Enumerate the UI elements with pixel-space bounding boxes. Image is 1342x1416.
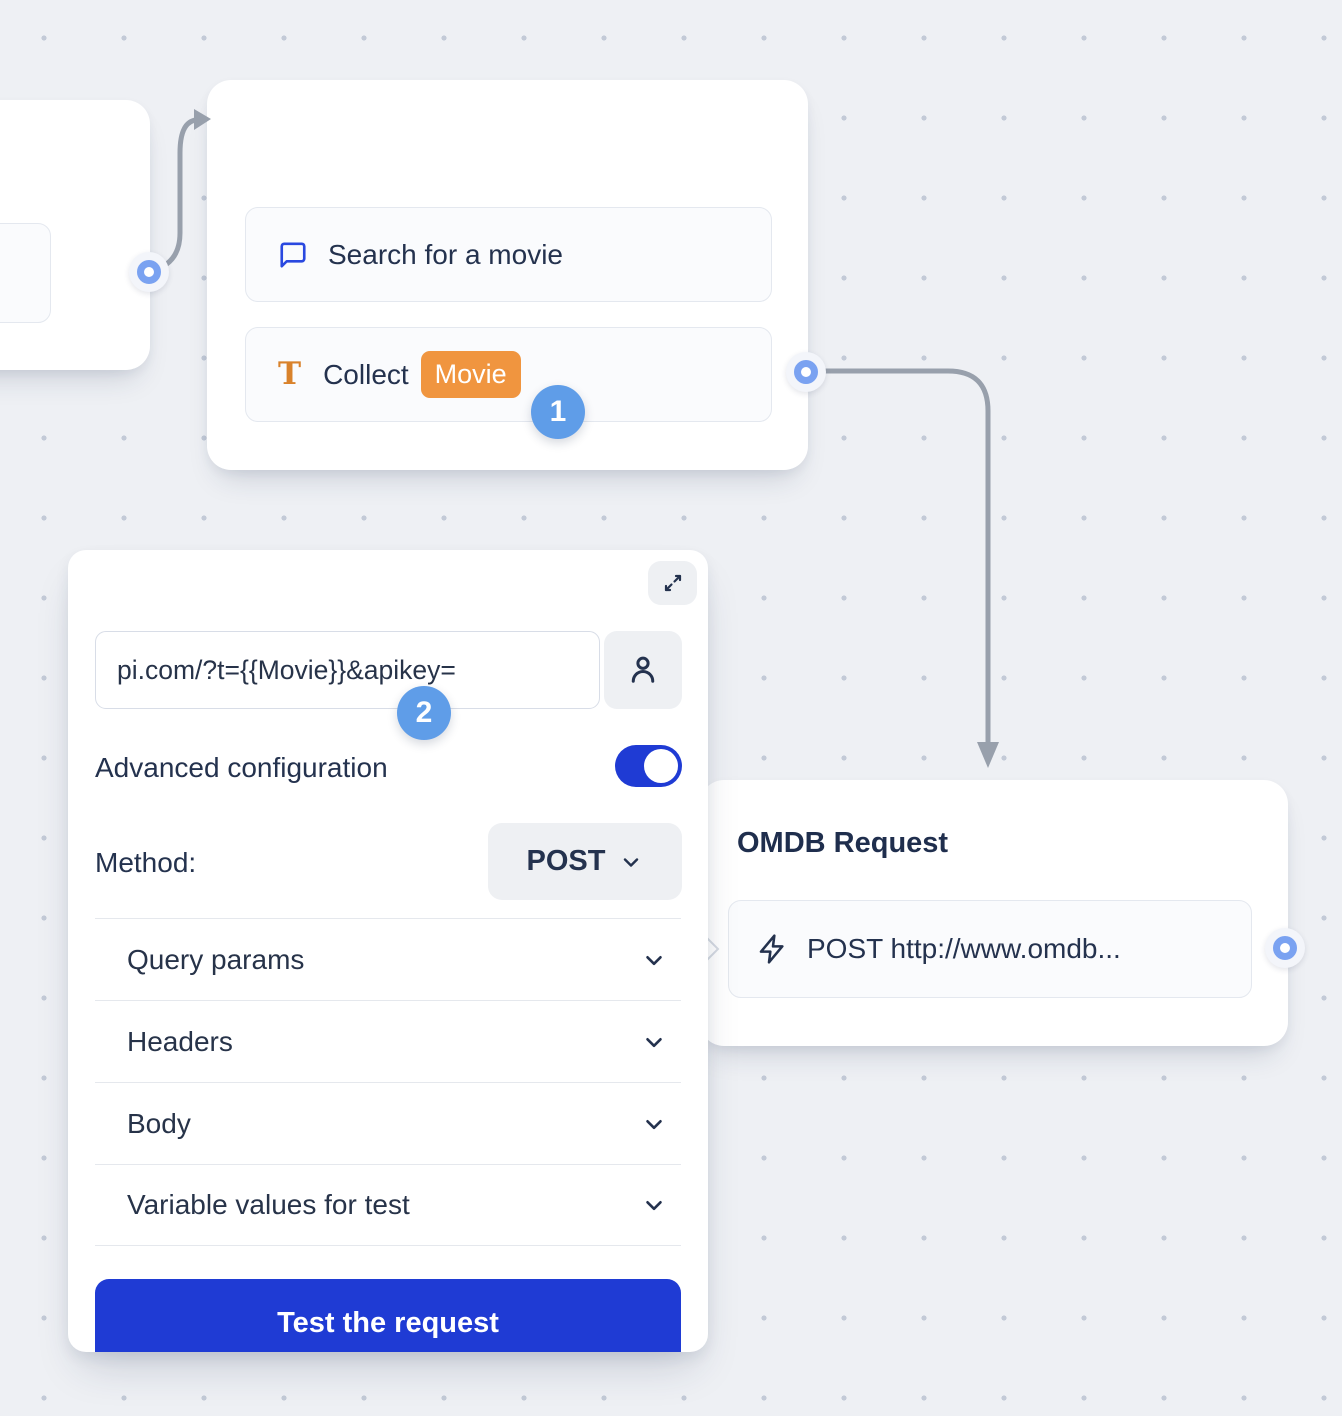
omdb-request-node[interactable]: OMDB Request POST http://www.omdb...	[700, 780, 1288, 1046]
section-label: Headers	[127, 1025, 233, 1057]
section-label: Query params	[127, 943, 305, 975]
block-label: Collect	[323, 358, 409, 390]
send-message-block[interactable]: Search for a movie	[245, 207, 772, 302]
method-select[interactable]: POST	[488, 823, 682, 900]
person-icon	[625, 652, 661, 688]
previous-node[interactable]	[0, 100, 150, 370]
text-input-icon: T	[278, 356, 302, 392]
previous-node-block[interactable]	[0, 223, 51, 323]
step-badge-1: 1	[531, 385, 585, 439]
section-query-params[interactable]: Query params	[95, 918, 681, 1000]
output-port[interactable]	[786, 352, 826, 392]
lightning-bolt-icon	[757, 933, 789, 965]
section-body[interactable]: Body	[95, 1082, 681, 1164]
chevron-down-icon	[619, 850, 643, 874]
chevron-down-icon	[641, 1111, 667, 1137]
section-label: Variable values for test	[127, 1189, 410, 1220]
config-sections: Query params Headers Body Variable value…	[95, 918, 681, 1246]
account-button[interactable]	[604, 631, 682, 709]
collect-input-block[interactable]: T Collect Movie	[245, 327, 772, 422]
chevron-down-icon	[641, 1029, 667, 1055]
section-label: Body	[127, 1107, 191, 1139]
block-label: POST http://www.omdb...	[807, 933, 1121, 964]
advanced-configuration-label: Advanced configuration	[95, 752, 388, 783]
node-title: OMDB Request	[737, 827, 949, 859]
chevron-down-icon	[641, 947, 667, 973]
toggle-knob	[644, 749, 678, 783]
webhook-block[interactable]: POST http://www.omdb...	[728, 900, 1252, 998]
output-port[interactable]	[1265, 928, 1305, 968]
test-request-button[interactable]: Test the request	[95, 1279, 681, 1352]
section-variable-values[interactable]: Variable values for test	[95, 1164, 681, 1246]
expand-icon	[661, 571, 685, 595]
movie-search-node[interactable]: Movie search Search for a movie T Collec…	[207, 80, 808, 470]
method-value: POST	[526, 845, 606, 877]
expand-panel-button[interactable]	[648, 561, 697, 605]
step-badge-2: 2	[397, 686, 451, 740]
variable-badge[interactable]: Movie	[420, 351, 521, 398]
chevron-down-icon	[641, 1192, 667, 1218]
section-headers[interactable]: Headers	[95, 1000, 681, 1082]
url-input[interactable]: pi.com/?t={{Movie}}&apikey=	[95, 631, 600, 709]
webhook-config-panel[interactable]: pi.com/?t={{Movie}}&apikey= Advanced con…	[68, 550, 708, 1352]
method-label: Method:	[95, 847, 197, 878]
output-port[interactable]	[129, 252, 169, 292]
url-value: pi.com/?t={{Movie}}&apikey=	[117, 654, 456, 685]
advanced-configuration-toggle[interactable]	[615, 745, 682, 787]
block-label: Search for a movie	[328, 238, 563, 270]
chat-bubble-icon	[278, 240, 308, 270]
